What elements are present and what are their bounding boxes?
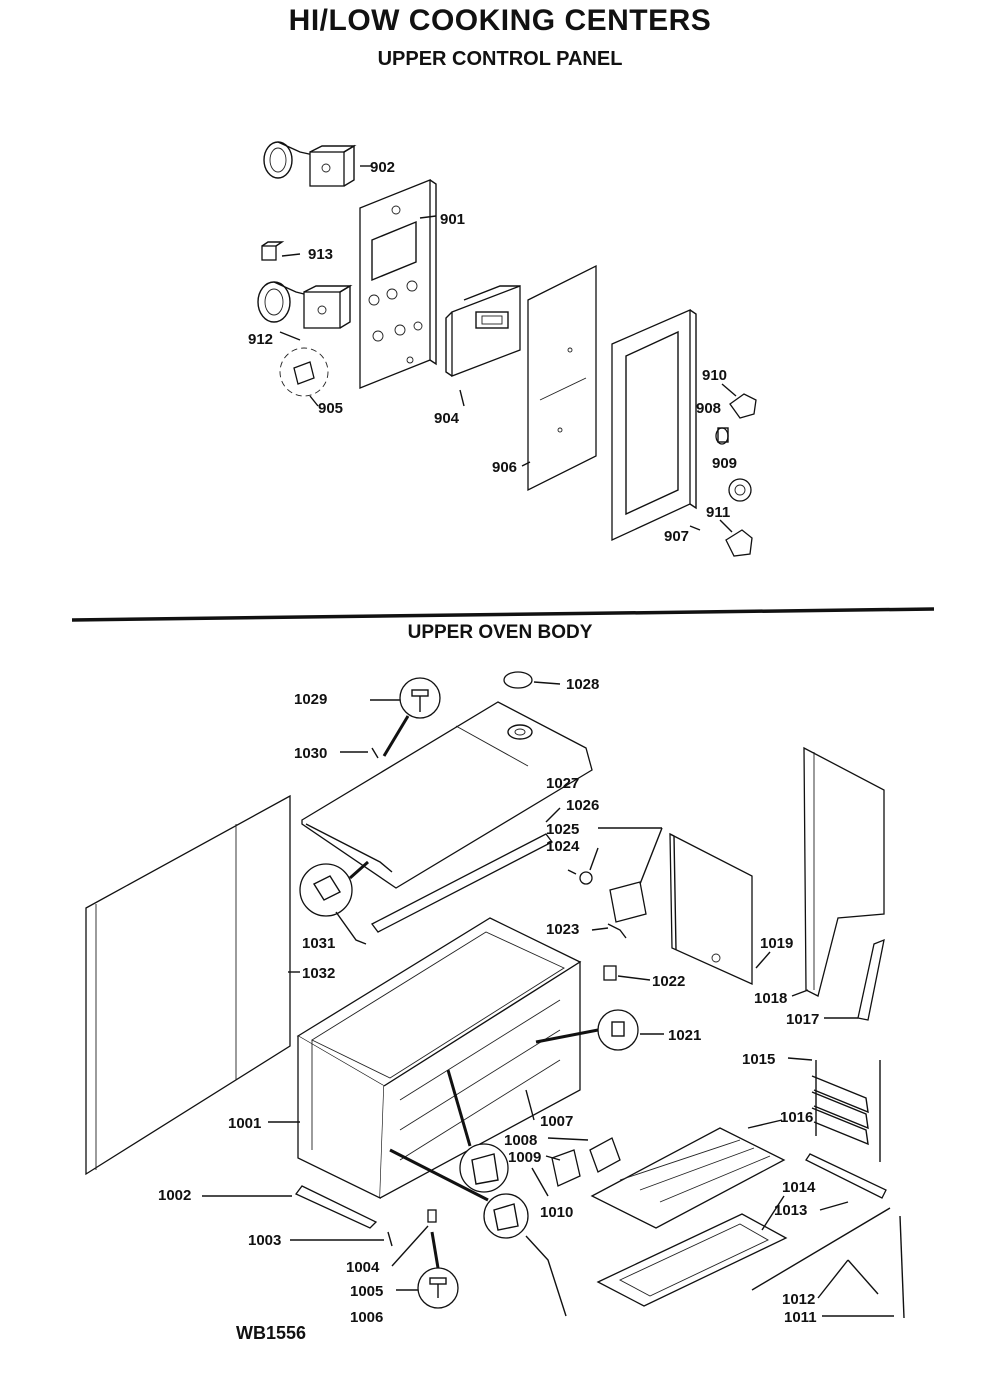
label-907: 907 [664, 528, 689, 545]
label-1007: 1007 [540, 1113, 573, 1130]
part-1031-bracket-detail [299, 860, 369, 945]
part-1028-cover [503, 671, 561, 689]
label-1015: 1015 [742, 1051, 775, 1068]
label-1021: 1021 [668, 1027, 701, 1044]
label-1011: 1011 [784, 1309, 817, 1326]
label-1023: 1023 [546, 921, 579, 938]
part-1023-clip [591, 923, 627, 939]
label-908: 908 [696, 400, 721, 417]
part-913-switch [261, 241, 301, 261]
label-1016: 1016 [780, 1109, 813, 1126]
part-1030-screw [340, 747, 379, 759]
part-910-knob-insert [721, 383, 757, 419]
label-1024: 1024 [546, 838, 580, 855]
part-909-knob [728, 478, 752, 502]
label-913: 913 [308, 246, 333, 263]
part-1013-rack-support [805, 1153, 887, 1211]
part-1007-1010-wire-harness [531, 1137, 621, 1197]
label-1027: 1027 [546, 775, 579, 792]
part-1012-rod [751, 1207, 891, 1299]
label-912: 912 [248, 331, 273, 348]
page-title: HI/LOW COOKING CENTERS [288, 4, 712, 37]
part-1015-heating-element [787, 1057, 881, 1162]
part-1025-bracket [598, 827, 663, 923]
label-1032: 1032 [302, 965, 335, 982]
label-1001: 1001 [228, 1115, 261, 1132]
part-1018-side-shield [791, 746, 885, 997]
part-1002-bracket [202, 1185, 378, 1229]
part-912-oven-thermostat [257, 281, 353, 341]
label-1006: 1006 [350, 1309, 383, 1326]
part-1008-bracket-detail [446, 1069, 509, 1193]
part-1016-oven-rack [590, 1119, 786, 1229]
label-1025: 1025 [546, 821, 579, 838]
label-1018: 1018 [754, 990, 787, 1007]
part-1032-side-panel [85, 794, 300, 1176]
part-1026-rear-strip [371, 807, 561, 933]
label-901: 901 [440, 211, 465, 228]
label-1004: 1004 [346, 1259, 380, 1276]
part-901-control-panel [359, 179, 437, 389]
label-1005: 1005 [350, 1283, 383, 1300]
label-902: 902 [370, 159, 395, 176]
label-906: 906 [492, 459, 517, 476]
part-905-clip-detail [279, 347, 329, 407]
part-907-trim-frame [611, 309, 701, 542]
label-1008: 1008 [504, 1132, 537, 1149]
label-909: 909 [712, 455, 737, 472]
label-1014: 1014 [782, 1179, 816, 1196]
part-1003-screw [290, 1231, 393, 1247]
part-906-insulation-panel [521, 264, 597, 492]
part-1029-screw-callout [370, 677, 441, 757]
part-1014-broil-pan [596, 1195, 788, 1307]
label-904: 904 [434, 410, 460, 427]
label-1026: 1026 [566, 797, 599, 814]
part-902-clock-timer [263, 141, 372, 187]
label-1010: 1010 [540, 1204, 573, 1221]
label-1031: 1031 [302, 935, 335, 952]
part-1022-terminal [603, 965, 651, 981]
diagram-code: WB1556 [236, 1323, 307, 1343]
part-1001-oven-body [268, 917, 582, 1200]
part-1006-bracket-detail [389, 1148, 567, 1317]
part-1027-top-panel [301, 701, 593, 889]
label-1002: 1002 [158, 1187, 191, 1204]
part-1019-rear-panel [669, 832, 771, 986]
part-1017-support [824, 938, 885, 1021]
label-1019: 1019 [760, 935, 793, 952]
label-1012: 1012 [782, 1291, 815, 1308]
part-904-control-board [445, 285, 521, 407]
label-1013: 1013 [774, 1202, 807, 1219]
label-1017: 1017 [786, 1011, 819, 1028]
label-1030: 1030 [294, 745, 327, 762]
part-1004-clip [391, 1209, 437, 1267]
part-1005-screw-callout [396, 1231, 459, 1309]
section-title-upper-oven-body: UPPER OVEN BODY [407, 622, 593, 643]
part-911-knob-insert [719, 519, 753, 557]
section-title-upper-control-panel: UPPER CONTROL PANEL [377, 48, 623, 70]
part-908-knob-stem [715, 427, 729, 445]
label-911: 911 [706, 504, 730, 521]
label-910: 910 [702, 367, 727, 384]
label-1029: 1029 [294, 691, 327, 708]
part-1021-screw-callout [535, 1009, 664, 1051]
label-1003: 1003 [248, 1232, 281, 1249]
part-1024-light-socket [567, 847, 599, 885]
label-1028: 1028 [566, 676, 599, 693]
label-905: 905 [318, 400, 343, 417]
label-1009: 1009 [508, 1149, 541, 1166]
section-divider [71, 607, 935, 622]
part-1011-rod [822, 1215, 905, 1319]
label-1022: 1022 [652, 973, 685, 990]
